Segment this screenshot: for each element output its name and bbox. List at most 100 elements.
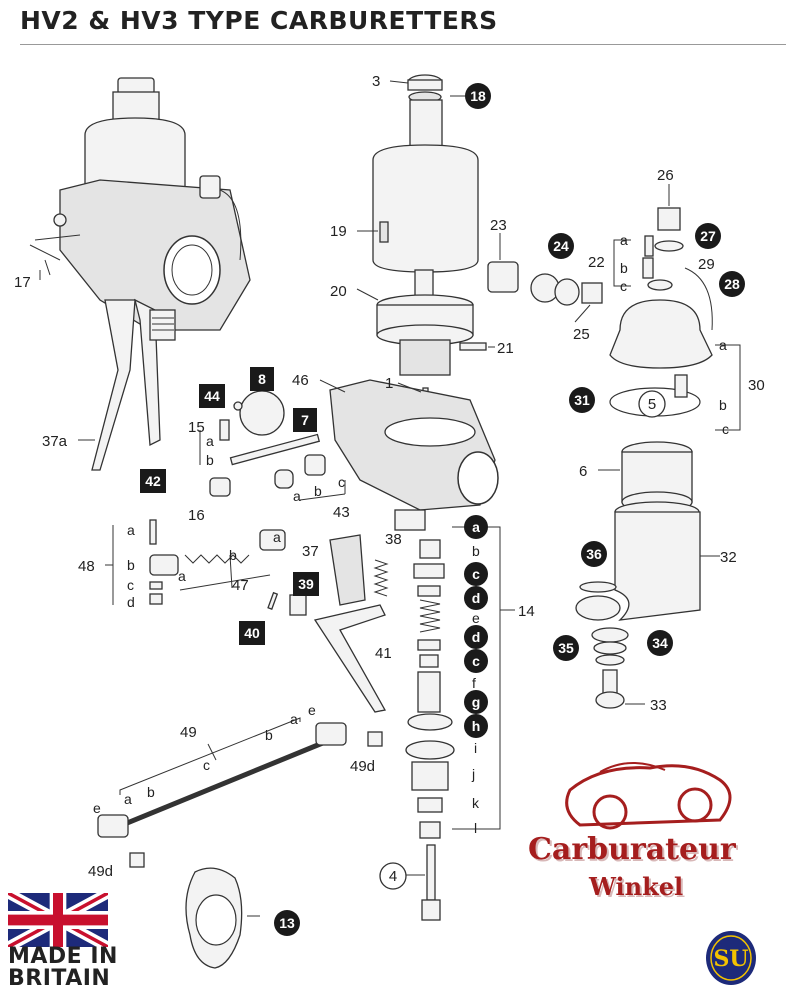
black-circle-badges: 18 24 27 28 31 36 35 34 13 a c d d c g h <box>274 83 745 936</box>
label-37: 37 <box>302 543 319 560</box>
svg-text:c: c <box>472 566 480 582</box>
label-14i: i <box>474 740 477 756</box>
leader-lines <box>39 80 741 917</box>
part-number-labels: 3 19 20 21 1 46 23 25 26 22 a b c 29 30 … <box>14 73 765 880</box>
badge-14c-lower: c <box>464 649 488 673</box>
label-15: 15 <box>188 419 205 436</box>
label-43a: a <box>293 488 301 504</box>
label-49d-lower: 49d <box>88 863 113 880</box>
label-14f: f <box>472 675 476 691</box>
svg-text:5: 5 <box>648 396 656 413</box>
svg-text:42: 42 <box>145 473 161 489</box>
badge-14c: c <box>464 562 488 586</box>
badge-36: 36 <box>581 541 607 567</box>
svg-text:35: 35 <box>558 640 574 656</box>
label-14e: e <box>472 610 480 626</box>
label-14: 14 <box>518 603 535 620</box>
label-37a: 37a <box>42 433 68 450</box>
label-32: 32 <box>720 549 737 566</box>
label-30c: c <box>722 421 729 437</box>
label-16: 16 <box>188 507 205 524</box>
label-47: 47 <box>232 577 249 594</box>
svg-text:28: 28 <box>724 276 740 292</box>
label-48b: b <box>127 557 135 573</box>
label-21: 21 <box>497 340 514 357</box>
label-14b: b <box>472 543 480 559</box>
float-chamber-parts-illustration <box>575 207 713 709</box>
svg-text:4: 4 <box>389 868 397 885</box>
union-flag-icon <box>8 893 108 947</box>
made-in-britain-text: MADE IN BRITAIN <box>8 946 118 990</box>
svg-text:27: 27 <box>700 228 716 244</box>
badge-4: 4 <box>379 862 407 890</box>
black-square-badges: 8 44 7 42 39 40 <box>140 367 319 645</box>
svg-text:18: 18 <box>470 88 486 104</box>
badge-14d: d <box>464 586 488 610</box>
svg-text:d: d <box>472 590 481 606</box>
label-49e2: e <box>93 800 101 816</box>
linkage-parts-illustration <box>97 390 389 969</box>
badge-18: 18 <box>465 83 491 109</box>
label-23: 23 <box>490 217 507 234</box>
label-3: 3 <box>372 73 380 90</box>
badge-31: 31 <box>569 387 595 413</box>
badge-27: 27 <box>695 223 721 249</box>
label-43: 43 <box>333 504 350 521</box>
badge-14h: h <box>464 714 488 738</box>
label-26: 26 <box>657 167 674 184</box>
label-43b: b <box>314 483 322 499</box>
label-49a: a <box>290 711 298 727</box>
label-1: 1 <box>385 375 393 392</box>
page-title: HV2 & HV3 TYPE CARBURETTERS <box>20 6 498 35</box>
badge-28: 28 <box>719 271 745 297</box>
badge-24: 24 <box>548 233 574 259</box>
label-14l: l <box>474 820 477 836</box>
svg-text:40: 40 <box>244 625 260 641</box>
svg-text:g: g <box>472 694 481 710</box>
assembled-carburettor-illustration <box>29 77 251 471</box>
label-48d: d <box>127 594 135 610</box>
title-divider <box>20 44 786 45</box>
centre-parts-illustration <box>329 74 603 921</box>
badge-35: 35 <box>553 635 579 661</box>
badge-42: 42 <box>140 469 166 493</box>
label-49: 49 <box>180 724 197 741</box>
label-49a2: a <box>124 791 132 807</box>
badge-44: 44 <box>199 384 225 408</box>
badge-39: 39 <box>293 572 319 596</box>
badge-5: 5 <box>638 390 666 418</box>
svg-text:36: 36 <box>586 546 602 562</box>
label-20: 20 <box>330 283 347 300</box>
badge-14d-lower: d <box>464 625 488 649</box>
badge-7: 7 <box>293 408 317 432</box>
svg-text:a: a <box>472 519 480 535</box>
carburateur-winkel-car-logo <box>565 761 732 830</box>
label-30b: b <box>719 397 727 413</box>
svg-text:44: 44 <box>204 388 220 404</box>
badge-34: 34 <box>647 630 673 656</box>
label-49b: b <box>265 727 273 743</box>
svg-text:8: 8 <box>258 371 266 387</box>
label-48a: a <box>127 522 135 538</box>
britain-line: BRITAIN <box>8 966 111 991</box>
label-30a: a <box>719 337 727 353</box>
badge-8: 8 <box>250 367 274 391</box>
label-22: 22 <box>588 254 605 271</box>
badge-14a: a <box>464 515 488 539</box>
label-47b: b <box>229 547 237 563</box>
su-logo-icon: SU <box>706 931 756 985</box>
label-14j: j <box>471 766 475 782</box>
badge-40: 40 <box>239 621 265 645</box>
label-46: 46 <box>292 372 309 389</box>
svg-text:h: h <box>472 718 481 734</box>
label-14k: k <box>472 795 480 811</box>
brand-name-line2: Winkel <box>589 872 684 901</box>
label-41: 41 <box>375 645 392 662</box>
svg-text:39: 39 <box>298 576 314 592</box>
badge-14g: g <box>464 690 488 714</box>
label-29: 29 <box>698 256 715 273</box>
label-49e: e <box>308 702 316 718</box>
label-19: 19 <box>330 223 347 240</box>
svg-text:7: 7 <box>301 412 309 428</box>
